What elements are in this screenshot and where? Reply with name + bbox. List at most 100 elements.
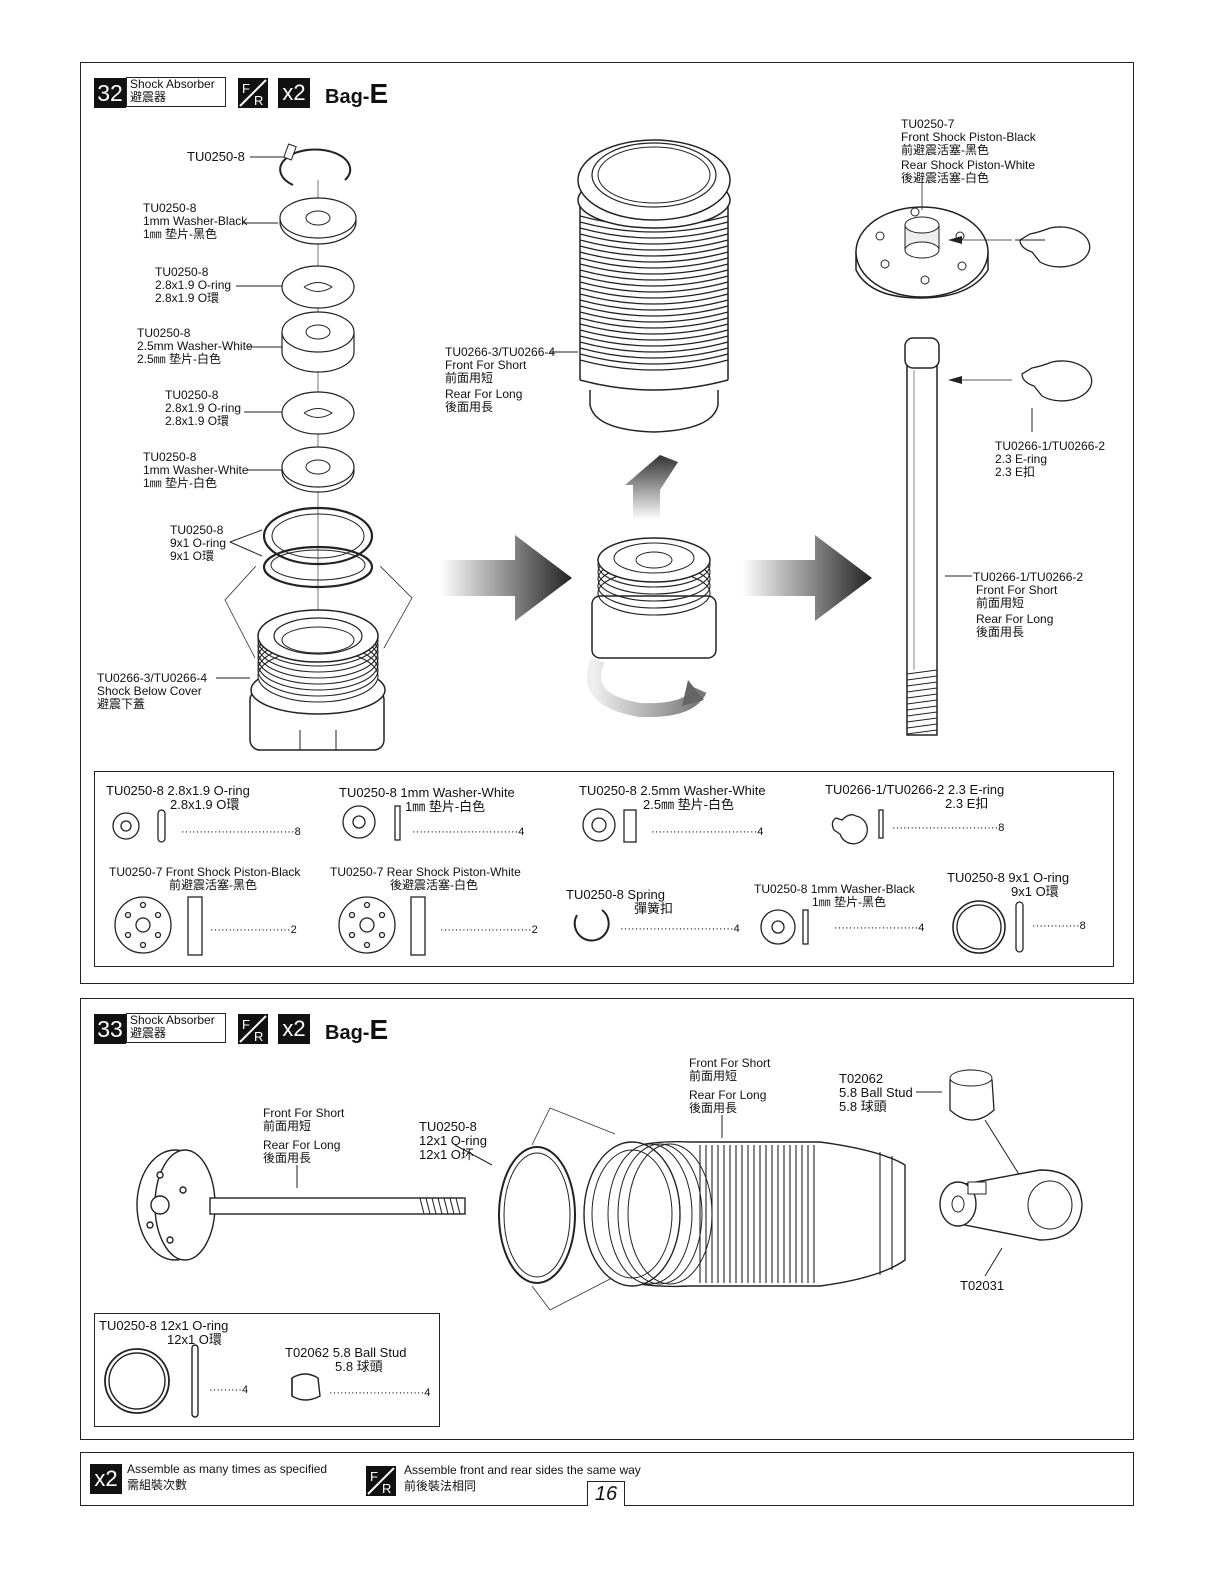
label-line: 2.8x1.9 O-ring (165, 401, 242, 415)
part-qty: ······················2 (210, 924, 297, 936)
qty-value: 8 (294, 826, 301, 838)
label-line: 1mm Washer-Black (143, 214, 248, 228)
qty-value: 4 (757, 826, 764, 838)
label-oring-1: TU0250-8 2.8x1.9 O-ring 2.8x1.9 O環 (155, 266, 231, 305)
part-qty: ·······························8 (181, 826, 301, 838)
qty-value: 2 (290, 924, 297, 936)
part-qty: ·····························4 (412, 826, 525, 838)
label-line: 後面用長 (689, 1101, 738, 1115)
label-piston: TU0250-7 Front Shock Piston-Black 前避震活塞-… (901, 118, 1036, 185)
step-33-multiplier: x2 (278, 1014, 310, 1044)
label-washer-black: TU0250-8 1mm Washer-Black 1㎜ 垫片-黑色 (143, 202, 247, 241)
part-name-zh: 5.8 球頭 (335, 1359, 383, 1374)
part-name: TU0266-1/TU0266-2 2.3 E-ring (825, 782, 1005, 797)
label-line: 前面用短 (976, 596, 1025, 610)
label-shaft-33: Front For Short 前面用短 Rear For Long 後面用長 (263, 1107, 344, 1165)
label-line: 2.5㎜ 垫片-白色 (137, 352, 222, 366)
qty-value: 4 (918, 922, 925, 934)
label-washer-white-1: TU0250-8 1mm Washer-White 1㎜ 垫片-白色 (143, 451, 249, 490)
part-name-zh: 2.5㎜ 垫片-白色 (643, 797, 735, 812)
label-line: 2.3 E扣 (995, 465, 1036, 479)
label-line: Rear Shock Piston-White (901, 158, 1036, 172)
label-line: 後面用長 (445, 400, 494, 414)
label-line: 後面用長 (976, 625, 1025, 639)
label-line: Rear For Long (689, 1088, 767, 1102)
label-line: Front For Short (689, 1056, 771, 1070)
part-name-zh: 12x1 O環 (167, 1332, 222, 1347)
footer-fr-text: Assemble front and rear sides the same w… (404, 1464, 641, 1493)
footer-x2-en: Assemble as many times as specified (127, 1462, 328, 1476)
label-oring-2: TU0250-8 2.8x1.9 O-ring 2.8x1.9 O環 (165, 389, 241, 428)
label-line: TU0250-8 (143, 201, 197, 215)
label-line: TU0250-8 (419, 1119, 477, 1134)
bag-letter: E (369, 1014, 389, 1045)
label-line: 前避震活塞-黑色 (901, 143, 989, 157)
label-shaft: TU0266-1/TU0266-2 Front For Short 前面用短 R… (973, 571, 1083, 639)
label-line: 12x1 O环 (419, 1147, 474, 1162)
part-qty: ·························2 (440, 924, 538, 936)
label-oring-12x1: TU0250-8 12x1 O-ring 12x1 O环 (419, 1120, 487, 1162)
label-line: 2.5mm Washer-White (137, 339, 253, 353)
step-33-front-rear-icon: F R (238, 1014, 268, 1044)
part-item: TU0250-8 2.5mm Washer-White 2.5㎜ 垫片-白色 (579, 784, 766, 812)
footer-x2-icon: x2 (90, 1464, 122, 1494)
label-shock-body: TU0266-3/TU0266-4 Front For Short 前面用短 R… (445, 346, 555, 414)
fr-f-letter: F (242, 1017, 250, 1032)
label-line: Front For Short (445, 358, 527, 372)
label-ball-stud: T02062 5.8 Ball Stud 5.8 球頭 (839, 1072, 913, 1114)
fr-f-letter: F (370, 1469, 378, 1484)
step-32-title-zh: 避震器 (130, 90, 167, 104)
part-name: TU0250-7 Front Shock Piston-Black (109, 865, 301, 879)
qty-value: 2 (531, 924, 538, 936)
label-rod-end: T02031 (960, 1279, 1004, 1293)
page-number: 16 (587, 1481, 625, 1506)
label-line: TU0266-3/TU0266-4 (97, 671, 208, 685)
label-line: 5.8 球頭 (839, 1099, 887, 1114)
label-line: T02031 (960, 1278, 1005, 1293)
qty-value: 4 (424, 1387, 431, 1399)
step-32-title: Shock Absorber 避震器 (126, 77, 226, 107)
label-line: Front For Short (976, 583, 1058, 597)
footer-front-rear-icon: F R (366, 1466, 396, 1496)
qty-value: 8 (998, 822, 1005, 834)
label-line: T02062 (839, 1071, 884, 1086)
part-name-zh: 彈簧扣 (634, 901, 674, 916)
bag-letter: E (369, 78, 389, 109)
part-item: TU0250-8 2.8x1.9 O-ring 2.8x1.9 O環 (106, 784, 250, 812)
part-name-zh: 9x1 O環 (1011, 884, 1059, 899)
label-washer-white-25: TU0250-8 2.5mm Washer-White 2.5㎜ 垫片-白色 (137, 327, 253, 366)
bag-prefix: Bag- (325, 1022, 370, 1044)
front-rear-icon: F R (239, 1015, 267, 1044)
part-qty: ·········4 (209, 1384, 249, 1396)
part-name: T02062 5.8 Ball Stud (285, 1345, 407, 1360)
step-32-multiplier: x2 (278, 78, 310, 108)
label-line: 9x1 O-ring (170, 536, 227, 550)
label-line: 避震下蓋 (97, 697, 146, 711)
part-name-zh: 1㎜ 垫片-白色 (405, 799, 486, 814)
label-line: TU0250-8 (187, 149, 245, 164)
step-33-title-en: Shock Absorber (130, 1013, 215, 1027)
step-32-title-en: Shock Absorber (130, 77, 215, 91)
qty-value: 4 (241, 1384, 249, 1396)
label-line: 前面用短 (263, 1119, 312, 1133)
label-line: 後面用長 (263, 1151, 312, 1165)
label-line: TU0250-8 (155, 265, 209, 279)
part-name-zh: 1㎜ 垫片-黑色 (812, 895, 887, 909)
step-32-front-rear-icon: F R (238, 78, 268, 108)
label-line: Rear For Long (263, 1138, 341, 1152)
part-name: TU0250-8 9x1 O-ring (947, 870, 1070, 885)
fr-r-letter: R (254, 1029, 263, 1044)
part-name: TU0250-8 Spring (566, 887, 665, 902)
part-item: TU0266-1/TU0266-2 2.3 E-ring 2.3 E扣 (825, 783, 1004, 811)
part-qty: ·······················4 (834, 922, 925, 934)
footer-x2-zh: 需組裝次數 (127, 1478, 188, 1492)
footer-x2-text: Assemble as many times as specified 需組裝次… (127, 1463, 327, 1492)
label-line: Shock Below Cover (97, 684, 202, 698)
footer-fr-zh: 前後裝法相同 (404, 1479, 477, 1493)
label-line: 12x1 O-ring (419, 1133, 487, 1148)
part-item: TU0250-8 12x1 O-ring 12x1 O環 (99, 1319, 228, 1347)
qty-value: 4 (518, 826, 525, 838)
label-line: 前面用短 (689, 1069, 738, 1083)
front-rear-icon: F R (239, 79, 267, 108)
label-line: 2.8x1.9 O環 (165, 414, 230, 428)
